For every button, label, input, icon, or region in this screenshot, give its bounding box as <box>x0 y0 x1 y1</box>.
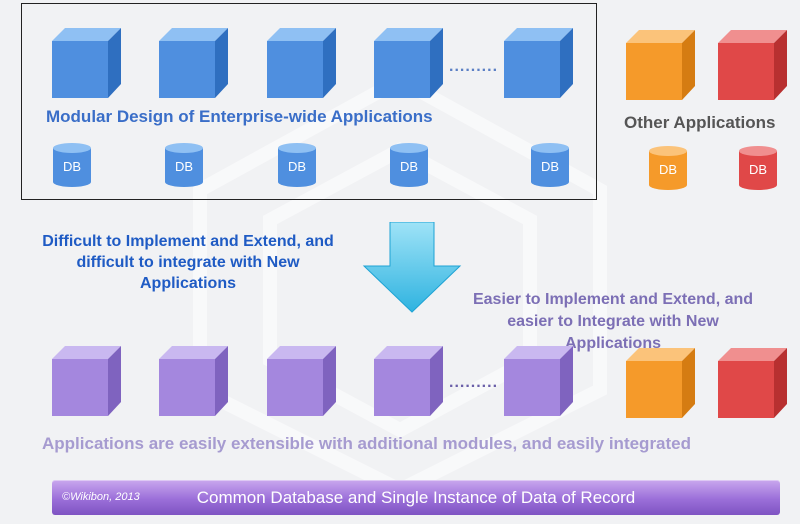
purple-app-cube <box>504 346 573 416</box>
db-label: DB <box>658 162 678 177</box>
easier-text-line: Easier to Implement and Extend, and <box>472 291 754 308</box>
db-label: DB <box>287 159 307 174</box>
blue-database-cylinder: DB <box>52 142 92 188</box>
purple-app-cube <box>267 346 336 416</box>
difficult-text-line: Applications <box>139 275 236 292</box>
db-label: DB <box>174 159 194 174</box>
database-icon <box>649 146 687 190</box>
easier-to-implement-text: Easier to Implement and Extend, and easi… <box>440 289 786 355</box>
ellipsis-dots: ......... <box>449 374 499 391</box>
ellipsis-dots: ......... <box>449 58 499 75</box>
database-icon <box>278 143 316 187</box>
other-applications-label: Other Applications <box>624 113 776 132</box>
difficult-text-line: difficult to integrate with New <box>76 254 300 271</box>
easier-text-line: Applications <box>564 335 661 352</box>
db-label: DB <box>748 162 768 177</box>
common-database-bar <box>52 480 780 515</box>
orange-database-cylinder: DB <box>648 145 688 191</box>
blue-app-cube <box>159 28 228 98</box>
red-database-cylinder: DB <box>738 145 778 191</box>
database-icon <box>53 143 91 187</box>
orange-app-cube <box>626 348 695 418</box>
db-label: DB <box>399 159 419 174</box>
database-icon <box>390 143 428 187</box>
purple-app-cube <box>374 346 443 416</box>
blue-database-cylinder: DB <box>277 142 317 188</box>
db-label: DB <box>62 159 82 174</box>
blue-app-cube <box>52 28 121 98</box>
blue-database-cylinder: DB <box>530 142 570 188</box>
orange-app-cube <box>626 30 695 100</box>
database-icon <box>531 143 569 187</box>
blue-app-cube <box>504 28 573 98</box>
database-icon <box>165 143 203 187</box>
database-icon <box>739 146 777 190</box>
difficult-to-implement-text: Difficult to Implement and Extend, and d… <box>8 231 368 294</box>
red-app-cube <box>718 348 787 418</box>
blue-database-cylinder: DB <box>164 142 204 188</box>
purple-app-cube <box>52 346 121 416</box>
blue-database-cylinder: DB <box>389 142 429 188</box>
common-database-label: Common Database and Single Instance of D… <box>196 488 636 507</box>
blue-app-cube <box>267 28 336 98</box>
blue-app-cube <box>374 28 443 98</box>
extensible-applications-text: Applications are easily extensible with … <box>42 434 692 453</box>
modular-design-frame <box>21 3 597 200</box>
purple-app-cube <box>159 346 228 416</box>
red-app-cube <box>718 30 787 100</box>
copyright-label: ©Wikibon, 2013 <box>62 491 140 503</box>
down-arrow-icon <box>362 222 462 313</box>
db-label: DB <box>540 159 560 174</box>
easier-text-line: easier to Integrate with New <box>507 313 719 330</box>
difficult-text-line: Difficult to Implement and Extend, and <box>42 233 334 250</box>
modular-design-title: Modular Design of Enterprise-wide Applic… <box>46 107 433 126</box>
